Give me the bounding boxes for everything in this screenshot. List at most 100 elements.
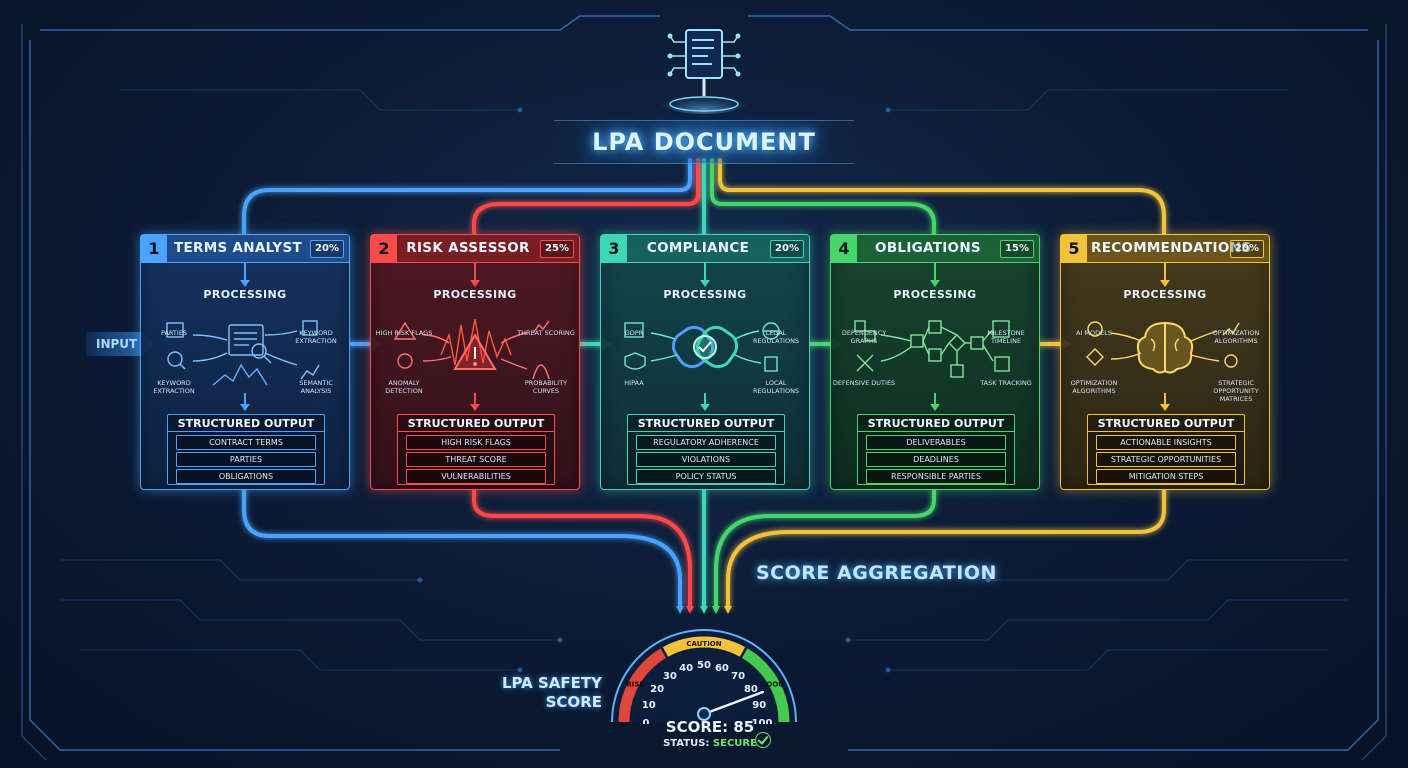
gauge-tick-label: 90 (752, 700, 766, 711)
score-aggregation-label: SCORE AGGREGATION (756, 562, 997, 584)
safety-label-line2: SCORE (545, 693, 602, 711)
gauge-tick-label: 80 (744, 684, 758, 695)
gauge-tick-label: 0 (643, 718, 650, 724)
output-item: CONTRACT TERMS (176, 435, 316, 450)
output-item: POLICY STATUS (636, 469, 776, 484)
side-label: STRATEGIC OPPORTUNITY MATRICES (1213, 379, 1259, 403)
output-item: VULNERABILITIES (406, 469, 546, 484)
side-label: ANOMALY DETECTION (385, 379, 423, 395)
side-label: SEMANTIC ANALYSIS (299, 379, 333, 395)
side-label: KEYWORD EXTRACTION (153, 379, 195, 395)
side-label: DEFENSIVE DUTIES (832, 379, 896, 387)
agent-number: 4 (831, 235, 857, 262)
agent-title: RECOMMENDATIONS (1091, 240, 1252, 256)
warning-icon (393, 318, 550, 380)
gauge-zone-label-caution: CAUTION (686, 640, 721, 648)
gauge-tick-label: 50 (697, 660, 711, 671)
agent-header: 5 RECOMMENDATIONS 20% (1061, 235, 1269, 263)
side-label: AI MODELS (1075, 329, 1112, 337)
agent-card-terms-analyst[interactable]: 1 TERMS ANALYST 20% PROCESSING PARTIES K… (140, 234, 350, 490)
agent-weight-badge: 20% (1230, 240, 1264, 258)
output-item: ACTIONABLE INSIGHTS (1096, 435, 1236, 450)
gauge-tick-label: 30 (663, 671, 677, 682)
side-label: GDPR (624, 329, 644, 337)
agent-card-compliance[interactable]: 3 COMPLIANCE 20% PROCESSING GDPR HIPAA L… (600, 234, 810, 490)
agent-title: TERMS ANALYST (174, 240, 302, 256)
gauge-zone-good (741, 648, 790, 723)
flowchart-icon (854, 320, 1010, 378)
side-label: THREAT SCORING (517, 329, 575, 337)
agent-number: 2 (371, 235, 397, 262)
output-title: STRUCTURED OUTPUT (398, 416, 554, 432)
gauge-tick-label: 20 (650, 684, 664, 695)
output-item: OBLIGATIONS (176, 469, 316, 484)
side-label: HIPAA (624, 379, 644, 387)
safety-score-label: LPA SAFETY SCORE (492, 674, 602, 712)
agent-number: 3 (601, 235, 627, 262)
side-label: MILESTONE TIMELINE (987, 329, 1025, 345)
gauge-tick-label: 70 (731, 671, 745, 682)
flow-arrow-down (930, 393, 940, 411)
output-item: RESPONSIBLE PARTIES (866, 469, 1006, 484)
output-item: REGULATORY ADHERENCE (636, 435, 776, 450)
agent-header: 4 OBLIGATIONS 15% (831, 235, 1039, 263)
agent-weight-badge: 20% (310, 240, 344, 258)
agent-header: 2 RISK ASSESSOR 25% (371, 235, 579, 263)
processing-label: PROCESSING (663, 288, 747, 301)
processing-label: PROCESSING (1123, 288, 1207, 301)
processing-label: PROCESSING (203, 288, 287, 301)
gauge-tick-label: 10 (642, 700, 656, 711)
output-item: MITIGATION STEPS (1096, 469, 1236, 484)
flow-arrow-down (1160, 393, 1170, 411)
agent-card-recommendations[interactable]: 5 RECOMMENDATIONS 20% PROCESSING AI MODE… (1060, 234, 1270, 490)
gauge-hub (697, 707, 711, 721)
flow-arrow-down (470, 393, 480, 411)
side-label: DEPENDENCY GRAPHS (841, 329, 887, 345)
side-label: HIGH RISK FLAGS (375, 329, 433, 337)
side-label: TASK TRACKING (980, 379, 1032, 387)
gauge-tick-label: 60 (715, 663, 729, 674)
gauge-zone-label-risk: RISK (626, 680, 645, 688)
output-title: STRUCTURED OUTPUT (628, 416, 784, 432)
agent-weight-badge: 25% (540, 240, 574, 258)
side-label: OPTIMIZATION ALGORITHMS (1070, 379, 1118, 395)
score-value: SCORE: 85 (665, 718, 755, 736)
processing-label: PROCESSING (893, 288, 977, 301)
structured-output-box: STRUCTURED OUTPUT REGULATORY ADHERENCE V… (627, 414, 785, 485)
agent-card-obligations[interactable]: 4 OBLIGATIONS 15% PROCESSING DEPENDENCY … (830, 234, 1040, 490)
output-item: DEADLINES (866, 452, 1006, 467)
gauge-needle (702, 690, 765, 716)
agent-card-risk-assessor[interactable]: 2 RISK ASSESSOR 25% PROCESSING HIGH RISK… (370, 234, 580, 490)
check-circle-icon (755, 732, 771, 748)
gauge-zone-label-good: GOOD (761, 680, 785, 688)
flow-arrow-down (700, 263, 710, 287)
structured-output-box: STRUCTURED OUTPUT CONTRACT TERMS PARTIES… (167, 414, 325, 485)
flow-arrow-down (240, 393, 250, 411)
side-label: KEYWORD EXTRACTION (295, 329, 337, 345)
agent-title: RISK ASSESSOR (406, 240, 530, 256)
agent-header: 1 TERMS ANALYST 20% (141, 235, 349, 263)
document-title: LPA DOCUMENT (554, 120, 854, 164)
output-item: HIGH RISK FLAGS (406, 435, 546, 450)
status-prefix: STATUS: (663, 738, 710, 749)
output-item: STRATEGIC OPPORTUNITIES (1096, 452, 1236, 467)
gauge-zone-caution (662, 636, 746, 657)
structured-output-box: STRUCTURED OUTPUT HIGH RISK FLAGS THREAT… (397, 414, 555, 485)
side-label: LOCAL REGULATIONS (752, 379, 800, 395)
status-value: SECURE (712, 738, 757, 749)
agent-number: 1 (141, 235, 167, 262)
agent-title: COMPLIANCE (646, 240, 750, 256)
flow-arrow-down (700, 393, 710, 411)
document-network-icon (660, 29, 748, 114)
status-line: STATUS: SECURE (654, 738, 766, 749)
processing-label: PROCESSING (433, 288, 517, 301)
output-item: VIOLATIONS (636, 452, 776, 467)
agent-weight-badge: 15% (1000, 240, 1034, 258)
flow-arrow-down (240, 263, 250, 287)
agent-weight-badge: 20% (770, 240, 804, 258)
side-label: PARTIES (160, 329, 188, 337)
